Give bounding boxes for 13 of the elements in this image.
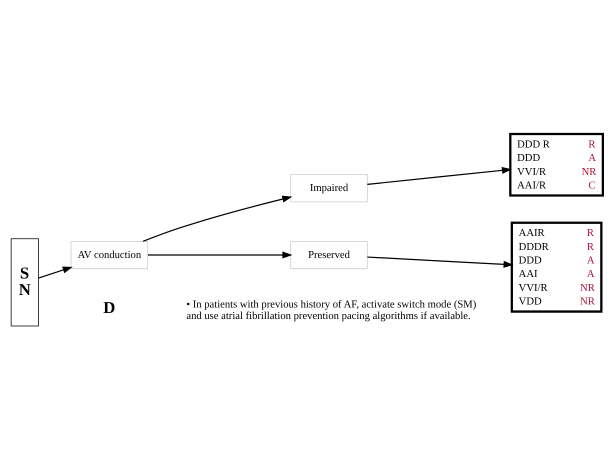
- arrow: [148, 251, 292, 258]
- node-box: DDD R R DDD A VVI/R NR AAI/R C: [509, 132, 604, 196]
- node-box: AAIR R DDDR R DDD A AAI A VVI/R NR VDD NR: [510, 221, 602, 312]
- node-box: AV conduction: [70, 240, 148, 269]
- arrow: [38, 266, 73, 278]
- label: • In patients with previous history of AF, activate switch mode (SM) and use atrial fibrillation prevention pacing algorithms if available.: [186, 299, 476, 322]
- arrow: [367, 166, 512, 184]
- node-box: S N: [10, 238, 39, 326]
- label: D: [103, 298, 116, 317]
- node-box: Preserved: [290, 240, 368, 269]
- arrow: [367, 256, 514, 268]
- node-box: Impaired: [290, 174, 368, 202]
- arrow: [142, 195, 292, 242]
